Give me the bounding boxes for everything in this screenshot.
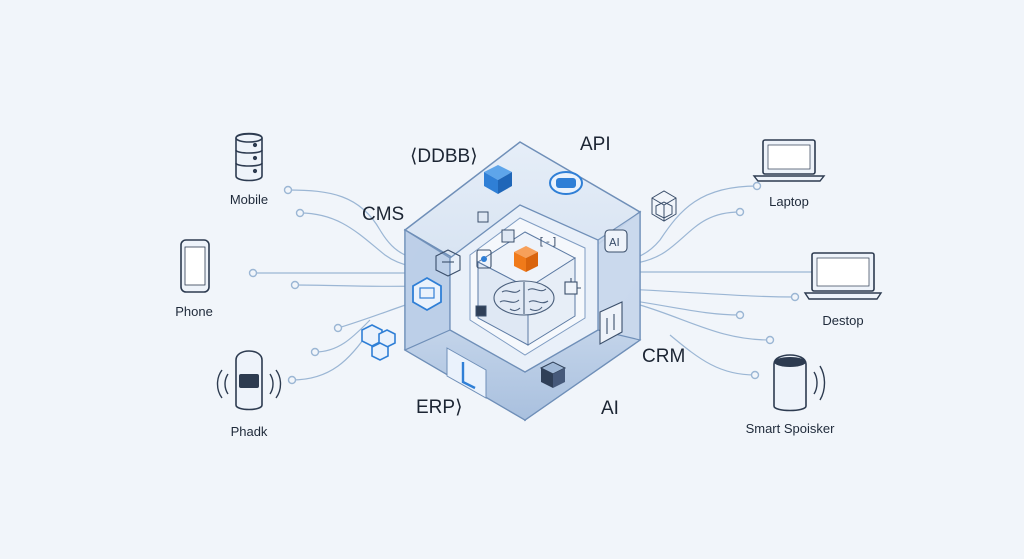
monitor-icon (803, 252, 883, 300)
smart-speaker-icon (773, 354, 826, 412)
crm-card-icon (599, 301, 623, 345)
system-label-ddbb: ⟨DDBB⟩ (410, 146, 478, 167)
server-stack-icon (235, 132, 263, 182)
connector-dots-right (735, 181, 825, 380)
ai-cube-icon (539, 361, 567, 388)
connector-line (314, 319, 371, 353)
smartphone-icon (180, 239, 210, 293)
device-label-laptop: Laptop (769, 194, 809, 209)
system-label-ai: AI (601, 398, 619, 419)
system-label-crm: CRM (642, 346, 686, 367)
device-label-mobile: Mobile (229, 192, 269, 207)
connector-line (291, 329, 371, 381)
small-box-icon (475, 211, 515, 317)
laptop-icon (752, 139, 826, 182)
connector-dots-left (248, 185, 343, 385)
ai-badge-icon: AI (604, 229, 628, 253)
device-label-phadk: Phadk (230, 424, 268, 439)
cloud-api-icon (549, 171, 583, 195)
system-label-cms: CMS (362, 204, 405, 225)
diagram-node-icon (361, 324, 396, 361)
chip-icon (435, 249, 461, 277)
connector-line (639, 304, 771, 341)
orange-cube-icon (514, 246, 538, 272)
smart-speaker-icon (216, 350, 282, 411)
hub-cube: [-] (361, 141, 677, 422)
device-label-smart-speaker: Smart Spoisker (745, 421, 835, 436)
phone-card-icon (476, 249, 492, 269)
svg-text:AI: AI (609, 236, 620, 249)
erp-panel-icon (446, 347, 487, 399)
wireframe-cube-icon (651, 190, 677, 222)
hexagon-grid-icon (412, 276, 442, 312)
code-bracket-icon: [-] (538, 235, 558, 248)
device-label-phone: Phone (175, 304, 213, 319)
device-label-destop: Destop (822, 313, 864, 328)
puzzle-icon (564, 278, 581, 295)
connector-line (669, 334, 756, 376)
system-label-api: API (580, 134, 611, 155)
system-label-erp: ERP⟩ (416, 397, 463, 418)
brain-icon (493, 280, 555, 316)
blue-box-icon (484, 165, 512, 194)
